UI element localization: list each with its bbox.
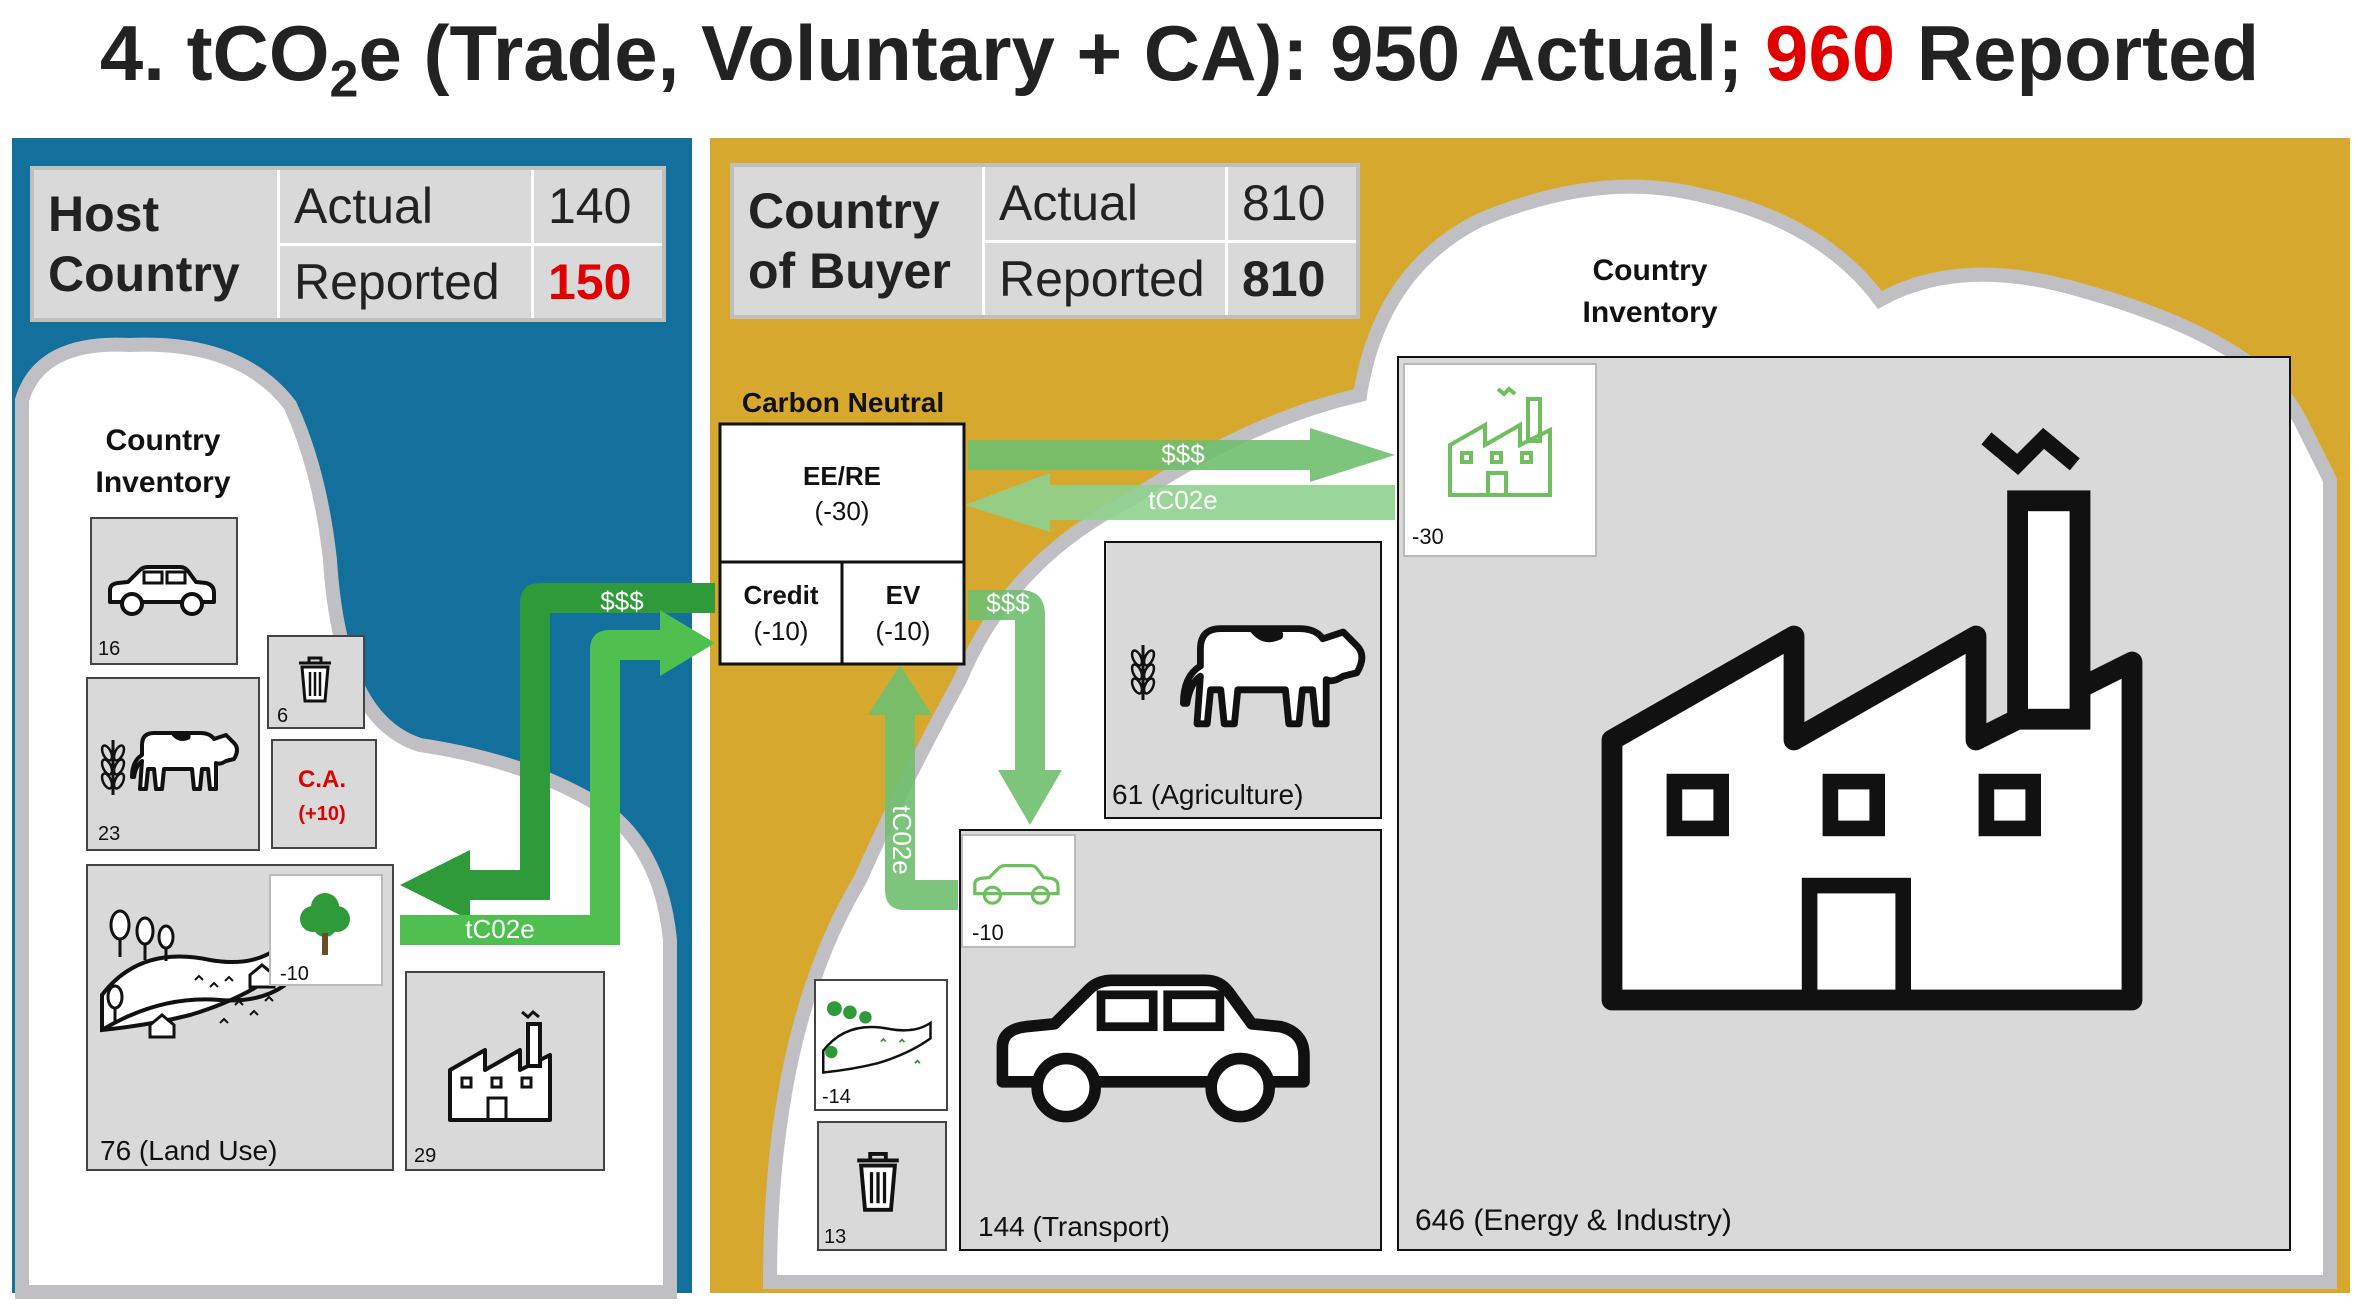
host-tile-trash: 6 xyxy=(267,635,365,729)
label-money-to-host: $$$ xyxy=(600,586,644,616)
label-money-to-ev: $$$ xyxy=(986,588,1030,618)
host-tile-agri: 23 xyxy=(86,677,260,851)
label-money-to-eere: $$$ xyxy=(1161,439,1205,469)
host-land-value: 76 (Land Use) xyxy=(100,1135,277,1166)
host-tile-factory: 29 xyxy=(405,971,605,1171)
host-reported-label: Reported xyxy=(277,242,534,322)
arrow-money-to-ev xyxy=(968,590,1062,825)
buyer-tile-agri: 61 (Agriculture) xyxy=(1104,541,1382,819)
arrow-tco2-to-buyer xyxy=(400,610,715,945)
page-title: 4. tCO2e (Trade, Voluntary + CA): 950 Ac… xyxy=(99,9,2260,109)
buyer-land-value: -14 xyxy=(822,1086,851,1108)
arrow-tco2-from-ev xyxy=(868,665,958,910)
buyer-inventory-label-1: Country xyxy=(1593,254,1708,287)
buyer-green-car-value: -10 xyxy=(972,920,1004,945)
arrow-tco2-from-eere xyxy=(965,473,1395,532)
buyer-energy-value: 646 (Energy & Industry) xyxy=(1415,1204,1732,1237)
label-tco2-from-eere: tC02e xyxy=(1148,485,1217,515)
host-inventory-label-1: Country xyxy=(106,424,221,457)
buyer-green-factory-value: -30 xyxy=(1412,524,1444,549)
credit-value: (-10) xyxy=(754,616,809,646)
carbon-neutral-title: Carbon Neutral xyxy=(742,387,944,418)
host-tile-car: 16 xyxy=(90,517,238,665)
buyer-actual-value: 810 xyxy=(1225,163,1360,243)
buyer-transport-value: 144 (Transport) xyxy=(978,1211,1170,1242)
eere-value: (-30) xyxy=(815,496,870,526)
buyer-tile-land: -14 xyxy=(814,979,948,1111)
host-actual-label: Actual xyxy=(277,166,534,246)
ev-value: (-10) xyxy=(876,616,931,646)
host-ca-label: C.A. xyxy=(298,766,346,793)
label-tco2-to-buyer: tC02e xyxy=(465,914,534,944)
buyer-tile-green-car: -10 xyxy=(961,834,1076,948)
credit-label: Credit xyxy=(743,580,818,610)
arrow-money-to-eere xyxy=(968,428,1395,482)
buyer-inventory-label-2: Inventory xyxy=(1582,296,1717,329)
host-inventory-label-2: Inventory xyxy=(95,466,230,499)
ev-label: EV xyxy=(886,580,921,610)
buyer-trash-value: 13 xyxy=(824,1226,846,1248)
carbon-neutral-box: EE/RE (-30) Credit (-10) EV (-10) xyxy=(718,422,966,666)
host-agri-value: 23 xyxy=(98,823,120,845)
buyer-actual-label: Actual xyxy=(982,163,1228,243)
buyer-reported-value: 810 xyxy=(1225,239,1360,319)
host-actual-value: 140 xyxy=(531,166,666,246)
host-tile-tree: -10 xyxy=(269,874,383,986)
host-trash-value: 6 xyxy=(277,705,288,727)
host-car-value: 16 xyxy=(98,638,120,660)
arrow-tco2-shaft xyxy=(400,915,600,945)
buyer-tile-green-factory: -30 xyxy=(1403,363,1597,557)
host-factory-value: 29 xyxy=(414,1145,436,1167)
host-ca-value: (+10) xyxy=(298,803,345,825)
host-tile-ca: C.A. (+10) xyxy=(271,739,377,849)
buyer-agri-value: 61 (Agriculture) xyxy=(1112,779,1303,810)
reported-total: 960 xyxy=(1764,9,1896,97)
arrow-money-to-host xyxy=(400,583,715,920)
buyer-tile-trash: 13 xyxy=(817,1121,947,1251)
label-tco2-from-ev: tC02e xyxy=(887,805,917,874)
host-reported-value: 150 xyxy=(531,242,666,322)
host-tree-value: -10 xyxy=(280,963,309,985)
buyer-reported-label: Reported xyxy=(982,239,1228,319)
eere-label: EE/RE xyxy=(803,461,881,491)
